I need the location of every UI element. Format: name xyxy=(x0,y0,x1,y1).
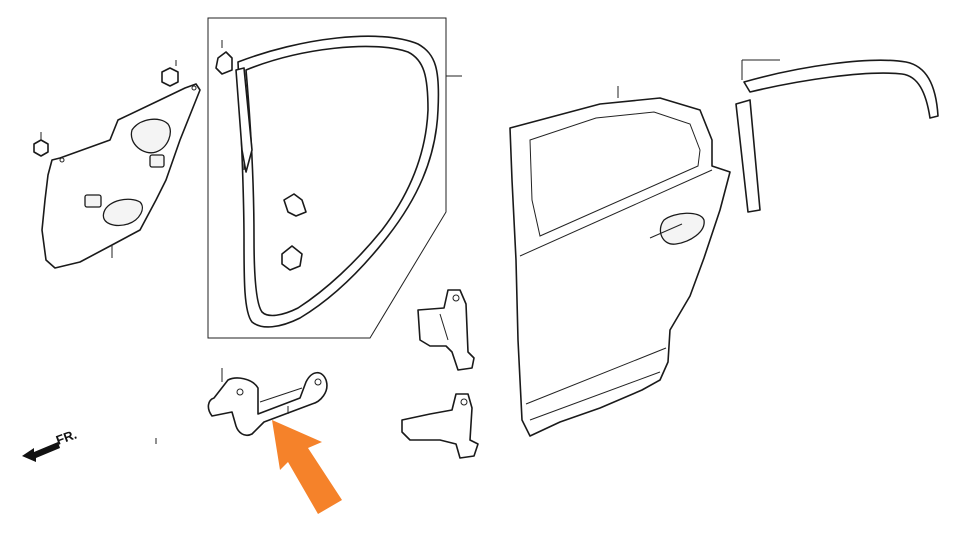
front-direction-indicator: FR. xyxy=(22,427,79,462)
front-arrow-icon xyxy=(22,442,60,462)
door-sash-molding xyxy=(741,59,939,119)
weatherstrip-clip-low xyxy=(281,245,303,271)
highlight-arrow xyxy=(272,420,342,514)
upper-door-hinge xyxy=(417,289,475,371)
door-channel-garnish xyxy=(735,99,761,213)
front-direction-label: FR. xyxy=(54,427,79,448)
weatherstrip-clip-mid xyxy=(283,193,307,217)
lower-door-hinge xyxy=(401,393,479,459)
door-weatherstrip xyxy=(237,35,440,328)
weatherstrip-front-run xyxy=(235,67,253,173)
weatherstrip-clip-top xyxy=(215,40,233,75)
door-water-shield xyxy=(41,83,201,269)
door-checker xyxy=(207,368,328,437)
weatherstrip-group-box xyxy=(207,17,462,339)
rear-door-panel xyxy=(509,86,731,437)
clip-nut-left xyxy=(33,132,49,157)
clip-nut-top xyxy=(161,60,179,87)
